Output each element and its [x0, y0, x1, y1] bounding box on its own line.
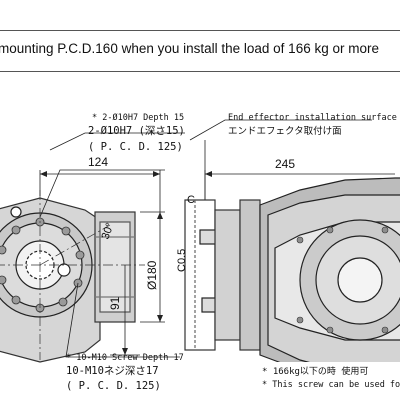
dim-124: 124	[88, 155, 108, 169]
screw-callout-en: * 10-M10 Screw Depth 17	[66, 353, 184, 363]
surface-callout-en: End effector installation surface	[228, 113, 397, 123]
header-note-box: mounting P.C.D.160 when you install the …	[0, 30, 400, 72]
surface-callout-jp: エンドエフェクタ取付け面	[228, 126, 342, 137]
flange-side-profile	[184, 199, 261, 351]
pin-callout-pcd: ( P. C. D. 125)	[88, 141, 183, 153]
dim-245: 245	[275, 157, 295, 171]
center-lines	[0, 190, 145, 360]
dim-phi180: Ø180	[145, 260, 159, 290]
dimension-arrows	[40, 171, 212, 355]
flange-front-view	[0, 197, 136, 363]
pin-callout-en: * 2-Ø10H7 Depth 15	[92, 112, 184, 123]
header-note: mounting P.C.D.160 when you install the …	[0, 41, 379, 56]
stray-c-label: C	[187, 194, 195, 206]
dim-30deg: 30°	[100, 221, 117, 241]
note-en: * This screw can be used fo	[262, 380, 400, 390]
screw-callout-jp: 10-M10ネジ深さ17	[66, 365, 159, 377]
screw-callout-pcd: ( P. C. D. 125)	[66, 380, 161, 392]
dim-c05: C0.5	[176, 249, 188, 272]
pin-callout-jp: 2-Ø10H7 (深さ15)	[88, 125, 185, 137]
dim-91: 91	[108, 296, 122, 310]
robot-arm-body	[259, 177, 400, 391]
note-backdrop	[256, 362, 400, 394]
note-jp: * 166kg以下の時 使用可	[262, 365, 368, 377]
